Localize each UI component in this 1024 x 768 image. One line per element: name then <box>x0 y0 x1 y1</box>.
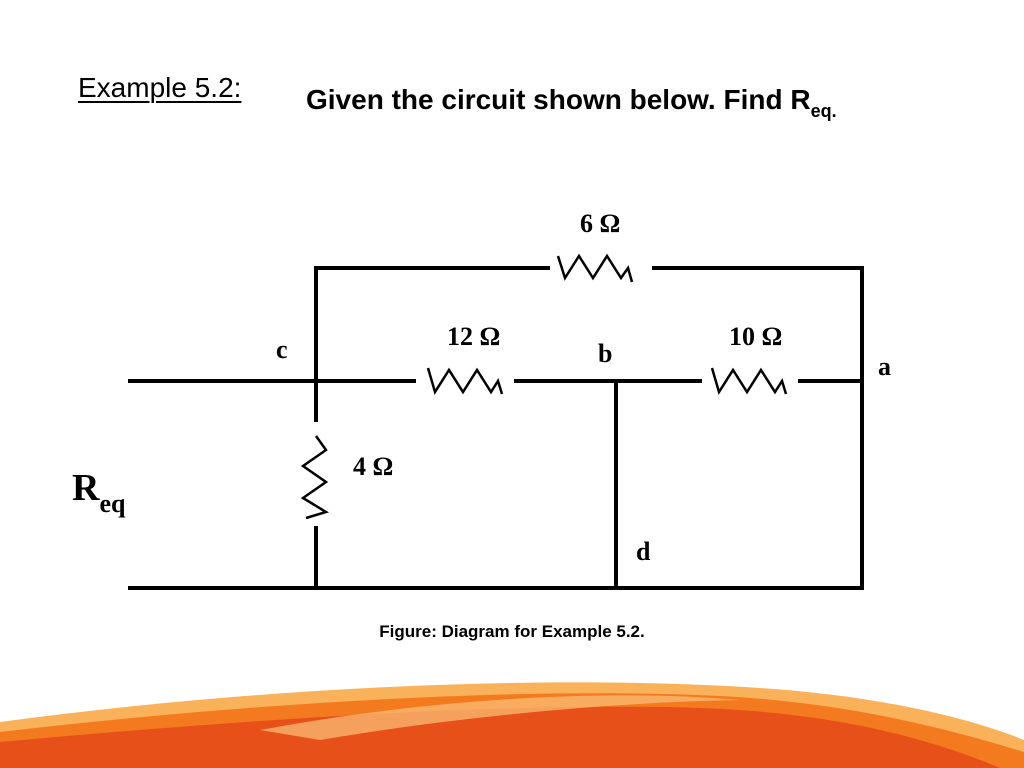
resistor-6-ohm <box>556 253 634 283</box>
label-6-ohm: 6 Ω <box>580 209 620 238</box>
req-subscript: eq <box>99 489 126 518</box>
label-10-ohm: 10 Ω <box>729 322 782 351</box>
node-label-b: b <box>598 339 612 368</box>
swoosh-highlight <box>260 695 740 740</box>
swoosh-dark-band <box>0 706 1000 768</box>
problem-statement-subscript: eq. <box>810 101 837 121</box>
circuit-diagram: 6 Ω 12 Ω 10 Ω 4 Ω c b a d Req <box>72 209 891 590</box>
req-symbol: R <box>72 467 100 509</box>
problem-statement-text: Given the circuit shown below. Find R <box>306 84 811 115</box>
label-12-ohm: 12 Ω <box>447 322 500 351</box>
req-label: Req <box>72 467 126 518</box>
resistor-10-ohm <box>710 367 788 395</box>
resistor-12-ohm <box>426 367 504 395</box>
node-label-d: d <box>636 537 651 566</box>
problem-statement: Given the circuit shown below. Find Req. <box>306 84 837 121</box>
resistor-4-ohm <box>300 435 330 520</box>
node-label-a: a <box>878 352 891 381</box>
label-4-ohm: 4 Ω <box>353 452 393 481</box>
figure-caption: Figure: Diagram for Example 5.2. <box>379 622 645 641</box>
orange-swoosh-decoration <box>0 682 1024 768</box>
example-heading: Example 5.2: <box>78 72 242 103</box>
node-label-c: c <box>276 335 288 364</box>
